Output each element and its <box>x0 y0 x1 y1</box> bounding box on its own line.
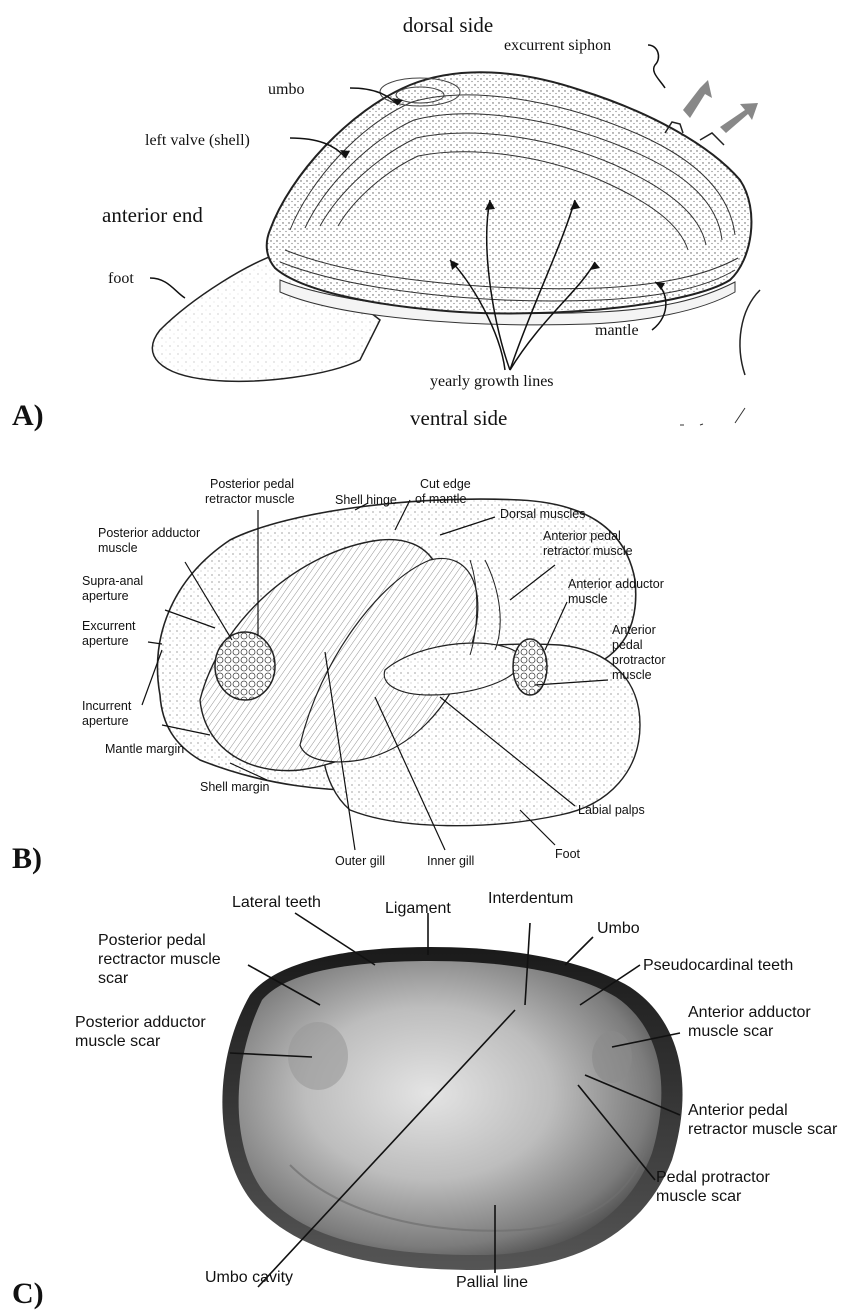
siphon-arrows <box>683 80 758 133</box>
label-pp-scar-2: muscle scar <box>656 1188 742 1205</box>
label-anterior-pedal-retractor-1: Anterior pedal <box>543 529 621 543</box>
label-aa-scar-2: muscle scar <box>688 1023 774 1040</box>
label-ppr-scar-3: scar <box>98 970 129 987</box>
anterior-adductor-scar <box>592 1031 632 1083</box>
label-pseudocardinal-teeth: Pseudocardinal teeth <box>643 957 793 974</box>
shell-nacre <box>239 961 662 1255</box>
panel-a-letter: A) <box>12 399 44 432</box>
label-lateral-teeth: Lateral teeth <box>232 894 321 911</box>
label-yearly-growth-lines: yearly growth lines <box>430 373 554 390</box>
panel-c-photo: Lateral teeth Ligament Interdentum Umbo … <box>0 885 860 1312</box>
label-posterior-adductor-2: muscle <box>98 541 138 555</box>
label-pa-scar-2: muscle scar <box>75 1033 161 1050</box>
label-ppr-scar-2: rectractor muscle <box>98 951 221 968</box>
panel-a: dorsal side umbo left valve (shell) ante… <box>0 0 860 440</box>
label-mantle-margin: Mantle margin <box>105 742 184 756</box>
panel-b-illustration: Posterior pedal retractor muscle Shell h… <box>0 440 860 885</box>
label-outer-gill: Outer gill <box>335 854 385 868</box>
label-foot: foot <box>108 270 134 287</box>
label-aa-scar-1: Anterior adductor <box>688 1004 811 1021</box>
label-posterior-pedal-retractor-2: retractor muscle <box>205 492 295 506</box>
label-dorsal-muscles: Dorsal muscles <box>500 507 585 521</box>
label-umbo: Umbo <box>597 920 640 937</box>
panel-b-letter: B) <box>12 842 42 875</box>
label-umbo-cavity: Umbo cavity <box>205 1269 293 1286</box>
label-anterior-end: anterior end <box>102 203 203 227</box>
panel-a-illustration: dorsal side umbo left valve (shell) ante… <box>0 0 860 440</box>
label-shell-margin: Shell margin <box>200 780 270 794</box>
label-left-valve: left valve (shell) <box>145 132 250 149</box>
posterior-adductor-muscle <box>215 632 275 700</box>
panel-c-letter: C) <box>12 1277 44 1310</box>
shell-valve <box>267 72 752 313</box>
label-supra-anal-1: Supra-anal <box>82 574 143 588</box>
label-apr-scar-2: retractor muscle scar <box>688 1121 838 1138</box>
label-ppr-scar-1: Posterior pedal <box>98 932 206 949</box>
label-excurrent-1: Excurrent <box>82 619 136 633</box>
label-ligament: Ligament <box>385 900 451 917</box>
label-mantle: mantle <box>595 322 639 339</box>
adjacent-shell-fragment <box>740 290 760 375</box>
label-posterior-adductor-1: Posterior adductor <box>98 526 200 540</box>
label-anterior-pedal-retractor-2: retractor muscle <box>543 544 633 558</box>
label-anterior-pedal-protractor-2: pedal <box>612 638 643 652</box>
label-ventral-side: ventral side <box>410 406 507 430</box>
anterior-adductor-muscle <box>513 639 547 695</box>
label-shell-hinge: Shell hinge <box>335 493 397 507</box>
label-dorsal-side: dorsal side <box>403 13 493 37</box>
label-labial-palps: Labial palps <box>578 803 645 817</box>
panel-b: Posterior pedal retractor muscle Shell h… <box>0 440 860 885</box>
label-posterior-pedal-retractor-1: Posterior pedal <box>210 477 294 491</box>
label-anterior-adductor-2: muscle <box>568 592 608 606</box>
label-supra-anal-2: aperture <box>82 589 129 603</box>
label-cut-edge-2: of mantle <box>415 492 466 506</box>
label-excurrent-siphon: excurrent siphon <box>504 37 611 54</box>
label-interdentum: Interdentum <box>488 890 573 907</box>
label-cut-edge-1: Cut edge <box>420 477 471 491</box>
label-pa-scar-1: Posterior adductor <box>75 1014 206 1031</box>
label-pallial-line: Pallial line <box>456 1274 528 1291</box>
label-apr-scar-1: Anterior pedal <box>688 1102 788 1119</box>
label-pp-scar-1: Pedal protractor <box>656 1169 771 1186</box>
label-anterior-adductor-1: Anterior adductor <box>568 577 664 591</box>
label-anterior-pedal-protractor-1: Anterior <box>612 623 656 637</box>
label-umbo: umbo <box>268 81 304 98</box>
label-incurrent-1: Incurrent <box>82 699 132 713</box>
label-foot: Foot <box>555 847 581 861</box>
panel-c: Lateral teeth Ligament Interdentum Umbo … <box>0 885 860 1312</box>
label-incurrent-2: aperture <box>82 714 129 728</box>
label-anterior-pedal-protractor-4: muscle <box>612 668 652 682</box>
label-anterior-pedal-protractor-3: protractor <box>612 653 666 667</box>
label-inner-gill: Inner gill <box>427 854 474 868</box>
label-excurrent-2: aperture <box>82 634 129 648</box>
